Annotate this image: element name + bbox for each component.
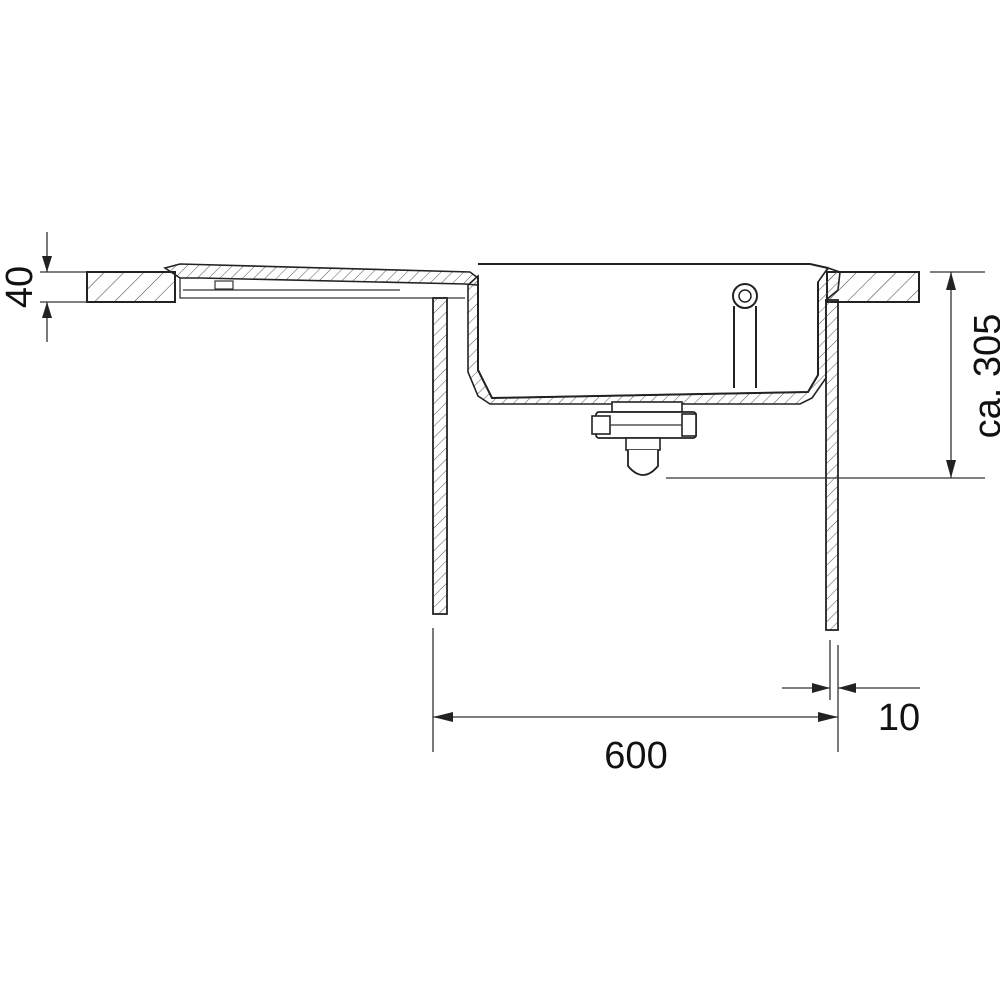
cabinet-wall-left <box>432 297 448 615</box>
label-cabinet-width: 600 <box>604 735 667 777</box>
dimension-wall-offset: 10 <box>782 640 920 739</box>
sink-bowl <box>467 263 841 405</box>
label-countertop-thickness: 40 <box>0 266 41 308</box>
dimension-cabinet-width: 600 <box>432 628 839 777</box>
dimension-countertop-thickness: 40 <box>0 232 87 342</box>
overflow-fitting <box>732 283 758 388</box>
dimension-sink-depth: ca. 305 <box>666 271 1000 479</box>
drain-fitting <box>591 401 697 476</box>
countertop-left <box>86 271 176 303</box>
label-wall-offset: 10 <box>878 697 920 739</box>
sink-drainboard <box>163 263 479 299</box>
cabinet-wall-right <box>825 299 839 631</box>
countertop-right <box>826 271 920 303</box>
label-sink-depth: ca. 305 <box>967 314 1000 439</box>
